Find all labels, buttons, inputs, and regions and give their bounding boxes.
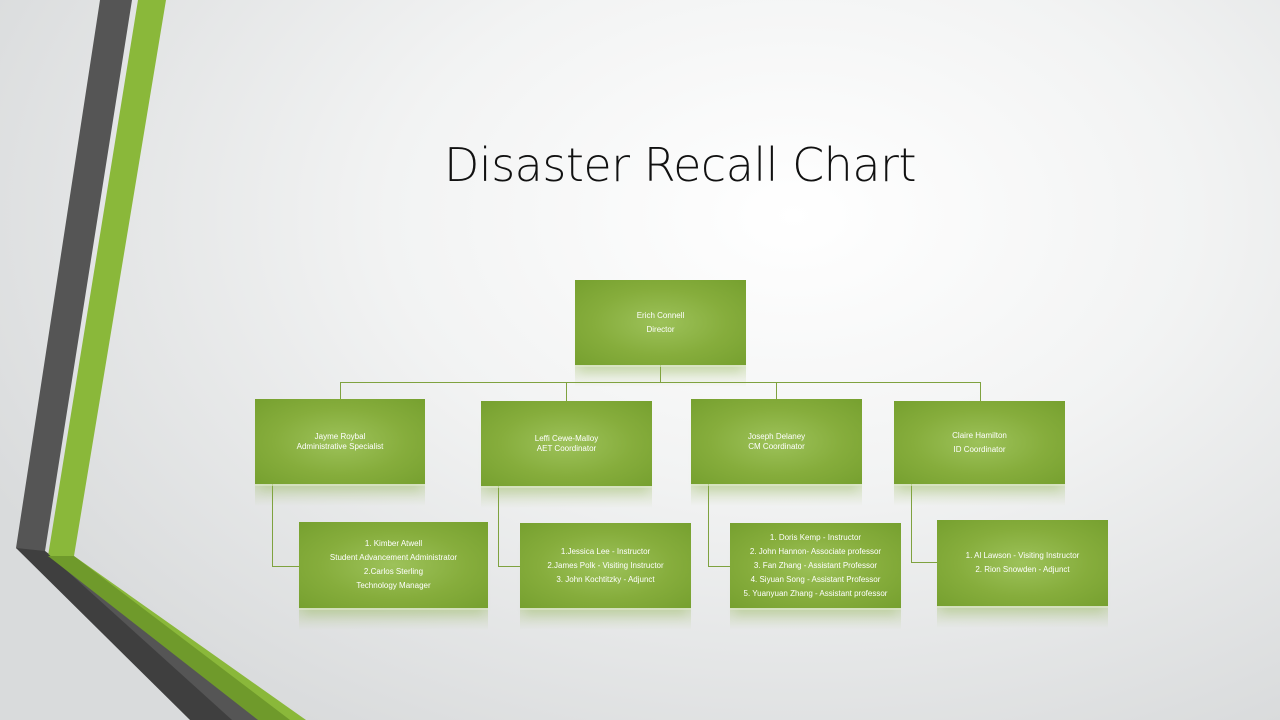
team-box-2: 1.Jessica Lee - Instructor 2.James Polk … (520, 523, 691, 630)
dark-stripe-lower (16, 548, 232, 720)
team-member-line: 3. John Kochtitzky - Adjunct (556, 574, 655, 584)
manager-box-3: Joseph Delaney CM Coordinator (691, 399, 862, 506)
team-box-3: 1. Doris Kemp - Instructor 2. John Hanno… (730, 523, 901, 630)
manager-box-4: Claire Hamilton ID Coordinator (894, 401, 1065, 506)
green-stripe (48, 0, 306, 720)
team-member-line: 4. Siyuan Song - Assistant Professor (750, 574, 881, 584)
connector-team-1 (272, 484, 299, 567)
team-member-line: 2. Rion Snowden - Adjunct (975, 565, 1070, 574)
team-member-line: Technology Manager (356, 581, 431, 590)
team-member-line: 1. Al Lawson - Visiting Instructor (965, 551, 1080, 560)
team-member-line: 5. Yuanyuan Zhang - Assistant professor (743, 588, 888, 598)
team-member-line: 1. Doris Kemp - Instructor (769, 532, 862, 542)
connector-team-4 (911, 484, 937, 563)
team-member-line: 1. Kimber Atwell (364, 539, 423, 548)
manager-role: Administrative Specialist (296, 441, 384, 451)
team-member-line: 2. John Hannon- Associate professor (749, 546, 882, 556)
team-box-1: 1. Kimber Atwell Student Advancement Adm… (299, 522, 488, 630)
manager-role: CM Coordinator (748, 441, 805, 451)
team-member-line: 2.Carlos Sterling (363, 567, 424, 576)
director-name: Erich Connell (636, 310, 685, 320)
manager-name: Claire Hamilton (952, 430, 1007, 440)
team-member-line: 2.James Polk - Visiting Instructor (547, 560, 664, 570)
team-member-line: Student Advancement Administrator (329, 553, 458, 562)
team-member-line: 1.Jessica Lee - Instructor (560, 546, 651, 556)
green-stripe-lower (48, 556, 290, 720)
slide-title: Disaster Recall Chart (444, 138, 916, 192)
connector-team-3 (708, 484, 730, 567)
manager-box-1: Jayme Roybal Administrative Specialist (255, 399, 425, 506)
connector-team-2 (498, 486, 520, 567)
director-box: Erich Connell Director (575, 280, 746, 387)
team-box-4: 1. Al Lawson - Visiting Instructor 2. Ri… (937, 520, 1108, 628)
manager-box-2: Leffi Cewe-Malloy AET Coordinator (481, 401, 652, 508)
dark-stripe-outer (16, 0, 280, 720)
manager-name: Leffi Cewe-Malloy (534, 433, 599, 443)
team-member-line: 3. Fan Zhang - Assistant Professor (753, 560, 878, 570)
manager-name: Jayme Roybal (314, 431, 366, 441)
director-role: Director (646, 324, 675, 334)
manager-name: Joseph Delaney (747, 431, 806, 441)
manager-role: ID Coordinator (953, 444, 1006, 454)
manager-role: AET Coordinator (536, 443, 597, 453)
